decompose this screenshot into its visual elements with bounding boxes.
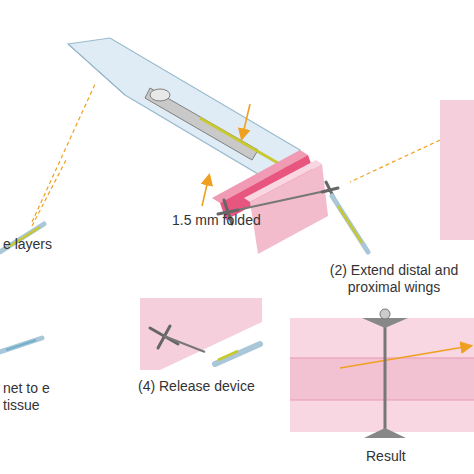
result-device-part: [380, 309, 390, 319]
needle-tip-part: [150, 89, 170, 101]
result-tissue-part: [340, 346, 470, 368]
step-label: e layers: [3, 236, 52, 253]
needle-tip-part: [68, 38, 300, 190]
step-label: net to e tissue: [3, 380, 63, 414]
result-tissue-part: [290, 318, 474, 358]
needle-tip: [68, 38, 300, 190]
anchor-device-part: [332, 196, 368, 252]
dimension-arrows-part: [242, 104, 250, 138]
needle-magnet-part: [0, 338, 42, 352]
tissue-blocks: [212, 100, 474, 254]
needle-tip-part: [145, 88, 258, 160]
zoom-lines: [32, 82, 96, 226]
result-tissue: [290, 318, 474, 432]
zoom-lines-part: [32, 82, 96, 222]
zoom-lines-part: [32, 160, 66, 226]
result-label: Result: [366, 448, 406, 465]
needle-magnet: [0, 338, 42, 352]
anchor-device-part: [350, 140, 440, 182]
result-device-part: [384, 318, 387, 436]
step-label: (2) Extend distal and proximal wings: [318, 262, 470, 296]
result-device: [362, 309, 408, 438]
tissue-blocks-part: [250, 164, 328, 254]
dimension-arrows-part: [202, 176, 209, 206]
release-panel: [140, 298, 262, 370]
needle-magnet-part: [6, 340, 36, 350]
release-panel-part: [164, 336, 205, 352]
dimension-label: 1.5 mm folded: [172, 212, 261, 229]
result-tissue-part: [290, 358, 474, 400]
result-device-part: [364, 428, 406, 438]
anchor-device-part: [338, 206, 362, 243]
result-tissue-part: [290, 358, 474, 359]
tissue-blocks-part: [440, 100, 474, 240]
anchor-device-part: [228, 190, 330, 212]
step-label: (4) Release device: [138, 378, 255, 395]
needle-tip-part: [68, 44, 125, 95]
release-panel-part: [218, 351, 238, 360]
result-tissue-part: [290, 400, 474, 401]
release-panel-part: [140, 298, 262, 370]
release-panel-part: [215, 344, 260, 364]
result-tissue-part: [290, 400, 474, 432]
anchor-device: [218, 140, 440, 252]
